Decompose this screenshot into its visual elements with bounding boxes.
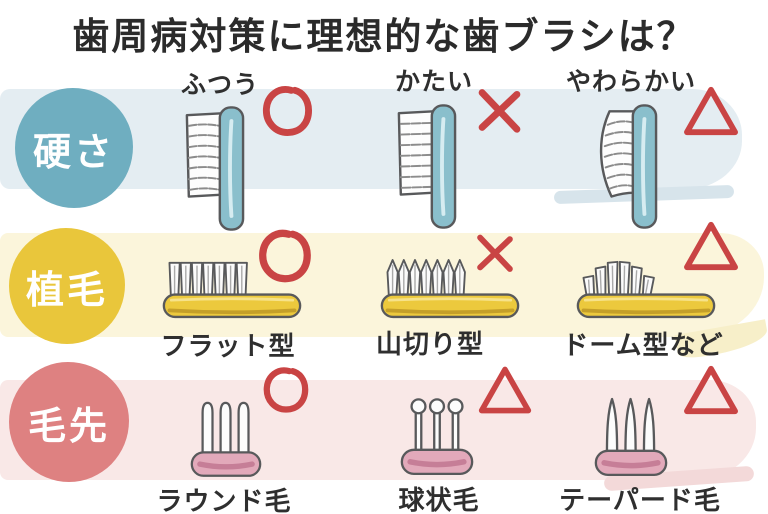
tip-ball-label: 球状毛 — [398, 485, 480, 514]
tip-tapered-label: テーパード毛 — [559, 485, 721, 514]
toothbrush-side-normal — [183, 105, 245, 232]
row-label-planting-text: 植毛 — [25, 269, 108, 312]
planting-flat-label: フラット型 — [160, 331, 296, 361]
row-label-tip-text: 毛先 — [27, 405, 110, 448]
triangle-mark-icon — [682, 220, 740, 272]
hardness-normal-label: ふつう — [180, 71, 259, 99]
bristle-tip-ball — [400, 392, 474, 478]
circle-mark-icon — [260, 82, 315, 139]
triangle-mark-icon — [477, 364, 533, 416]
row-label-tip: 毛先 — [9, 362, 129, 482]
row-label-planting: 植毛 — [9, 228, 125, 344]
circle-mark-icon — [256, 226, 314, 285]
triangle-mark-icon — [682, 85, 740, 137]
cross-mark-icon — [470, 229, 520, 276]
planting-zigzag-label: 山切り型 — [375, 329, 484, 359]
circle-mark-icon — [261, 363, 311, 416]
bristle-row-zigzag — [380, 257, 520, 319]
bristle-tip-tapered — [594, 394, 668, 478]
cross-mark-icon — [472, 82, 527, 138]
row-label-hardness: 硬さ — [15, 88, 133, 208]
toothbrush-side-hard — [395, 103, 457, 230]
bristle-row-flat — [162, 257, 302, 319]
tip-round-label: ラウンド毛 — [156, 486, 292, 514]
row-label-hardness-text: 硬さ — [32, 131, 115, 174]
planting-dome-label: ドーム型など — [562, 330, 724, 360]
hardness-soft-label: やわらかい — [565, 68, 696, 96]
triangle-mark-icon — [682, 364, 740, 416]
page-title: 歯周病対策に理想的な歯ブラシは？ — [72, 16, 696, 57]
toothbrush-side-soft — [596, 103, 658, 230]
bristle-row-dome — [576, 257, 716, 319]
hardness-hard-label: かたい — [394, 68, 473, 96]
bristle-tip-round — [190, 398, 262, 478]
